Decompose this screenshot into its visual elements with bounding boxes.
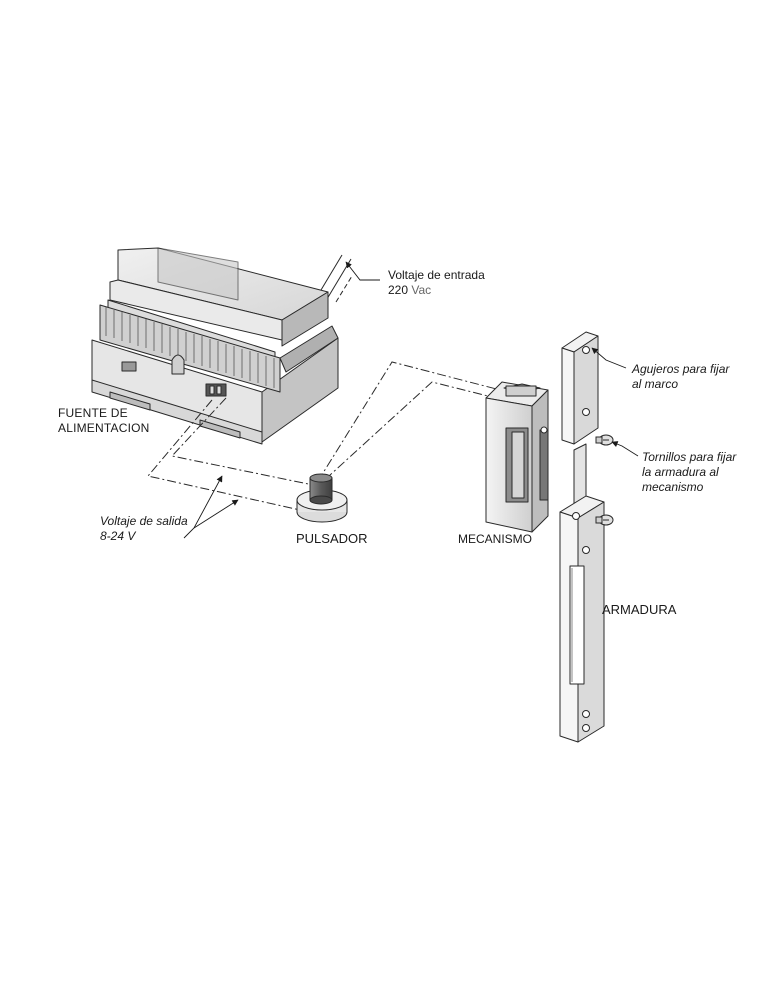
mounting-holes-label: Agujeros para fijar al marco bbox=[632, 362, 729, 392]
strike-plate-label: ARMADURA bbox=[602, 602, 677, 617]
input-voltage-line1: Voltaje de entrada bbox=[388, 268, 485, 282]
power-supply-label: FUENTE DE ALIMENTACION bbox=[58, 406, 150, 436]
screws-line1: Tornillos para fijar bbox=[642, 450, 737, 464]
output-voltage-line1: Voltaje de salida bbox=[100, 514, 188, 528]
mounting-holes-line1: Agujeros para fijar bbox=[632, 362, 730, 376]
power-supply-unit bbox=[91, 247, 339, 445]
input-voltage-value: 220 bbox=[388, 283, 412, 297]
leader-lines bbox=[183, 261, 639, 539]
screws-line3: mecanismo bbox=[642, 480, 704, 494]
strike-plate bbox=[559, 331, 605, 743]
mounting-holes-line2: al marco bbox=[632, 377, 679, 391]
output-voltage-line2: 8-24 V bbox=[100, 529, 136, 543]
input-voltage-unit: Vac bbox=[411, 283, 432, 297]
power-supply-line1: FUENTE DE bbox=[58, 406, 128, 420]
screws-line2: la armadura al bbox=[642, 465, 719, 479]
input-voltage-label: Voltaje de entrada 220 Vac bbox=[388, 268, 485, 298]
power-supply-line2: ALIMENTACION bbox=[58, 421, 150, 435]
mechanism-label: MECANISMO bbox=[458, 532, 533, 546]
input-voltage-line2: 220 Vac bbox=[388, 283, 485, 298]
strike-mechanism bbox=[485, 381, 549, 533]
screws-label: Tornillos para fijar la armadura al meca… bbox=[642, 450, 736, 495]
push-button bbox=[296, 473, 348, 523]
output-voltage-label: Voltaje de salida 8-24 V bbox=[100, 514, 188, 544]
fixing-screws bbox=[595, 434, 614, 526]
push-button-label: PULSADOR bbox=[296, 531, 368, 546]
